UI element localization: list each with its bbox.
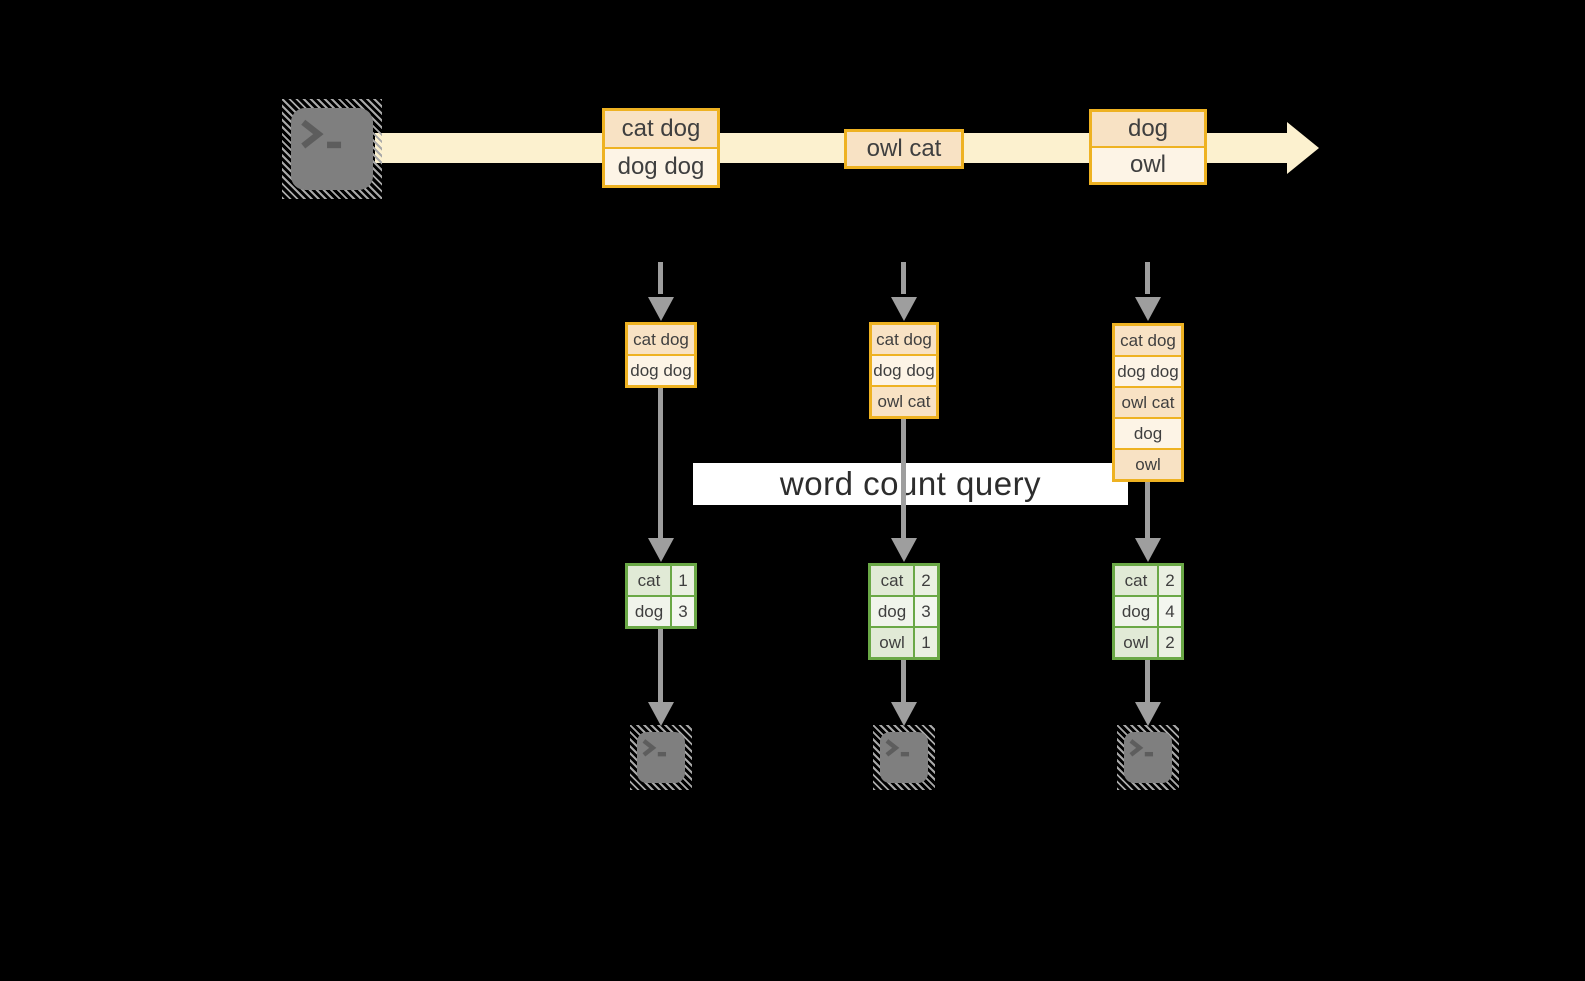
terminal-body: [1124, 732, 1172, 783]
output-arrow-1: [658, 629, 663, 704]
sink-terminal-icon-3: [1117, 725, 1179, 790]
word-cell: cat: [1115, 566, 1157, 595]
terminal-prompt-icon: [642, 738, 667, 757]
terminal-prompt-icon: [301, 119, 342, 149]
stream-batch-line: dog dog: [605, 149, 717, 185]
dashed-arrow-1: [658, 262, 663, 294]
terminal-body: [880, 732, 928, 783]
output-arrowhead-3-icon: [1135, 702, 1161, 726]
output-arrowhead-1-icon: [648, 702, 674, 726]
count-cell: 1: [915, 628, 937, 657]
table-row: owl 2: [1115, 628, 1181, 657]
word-cell: dog: [871, 597, 913, 626]
input-stack-3: cat dog dog dog owl cat dog owl: [1112, 323, 1184, 482]
table-row: dog 4: [1115, 597, 1181, 626]
output-arrow-2: [901, 660, 906, 704]
dashed-arrowhead-1-icon: [648, 297, 674, 321]
query-arrowhead-3-icon: [1135, 538, 1161, 562]
input-row: cat dog: [872, 325, 936, 354]
dashed-arrowhead-3-icon: [1135, 297, 1161, 321]
word-cell: cat: [628, 566, 670, 595]
sink-terminal-icon-2: [873, 725, 935, 790]
query-label: word count query: [779, 465, 1042, 502]
sink-terminal-icon-1: [630, 725, 692, 790]
count-cell: 1: [672, 566, 694, 595]
input-row: dog dog: [872, 356, 936, 385]
output-arrowhead-2-icon: [891, 702, 917, 726]
word-cell: cat: [871, 566, 913, 595]
table-row: dog 3: [871, 597, 937, 626]
input-row: dog dog: [1115, 357, 1181, 386]
dashed-arrowhead-2-icon: [891, 297, 917, 321]
input-stack-1: cat dog dog dog: [625, 322, 697, 388]
count-cell: 4: [1159, 597, 1181, 626]
input-row: dog: [1115, 419, 1181, 448]
table-row: cat 1: [628, 566, 694, 595]
query-arrow-3: [1145, 482, 1150, 540]
query-arrowhead-2-icon: [891, 538, 917, 562]
result-table-3: cat 2 dog 4 owl 2: [1112, 563, 1184, 660]
input-row: dog dog: [628, 356, 694, 385]
count-cell: 3: [672, 597, 694, 626]
stream-batch-line: owl: [1092, 148, 1204, 182]
table-row: owl 1: [871, 628, 937, 657]
table-row: dog 3: [628, 597, 694, 626]
stream-batch-line: owl cat: [847, 132, 961, 166]
terminal-prompt-icon: [885, 738, 910, 757]
input-row: cat dog: [1115, 326, 1181, 355]
word-cell: dog: [628, 597, 670, 626]
terminal-body: [637, 732, 685, 783]
stream-batch-line: dog: [1092, 112, 1204, 146]
stream-batch-3: dog owl: [1089, 109, 1207, 185]
query-arrow-1: [658, 388, 663, 540]
count-cell: 2: [1159, 566, 1181, 595]
input-row: owl: [1115, 450, 1181, 479]
count-cell: 2: [915, 566, 937, 595]
stream-batch-1: cat dog dog dog: [602, 108, 720, 188]
dashed-arrow-2: [901, 262, 906, 294]
terminal-body: [291, 108, 373, 190]
result-table-2: cat 2 dog 3 owl 1: [868, 563, 940, 660]
word-cell: owl: [1115, 628, 1157, 657]
result-table-1: cat 1 dog 3: [625, 563, 697, 629]
count-cell: 2: [1159, 628, 1181, 657]
input-row: cat dog: [628, 325, 694, 354]
query-arrow-2: [901, 419, 906, 540]
input-row: owl cat: [872, 387, 936, 416]
table-row: cat 2: [1115, 566, 1181, 595]
table-row: cat 2: [871, 566, 937, 595]
input-row: owl cat: [1115, 388, 1181, 417]
count-cell: 3: [915, 597, 937, 626]
terminal-prompt-icon: [1129, 738, 1154, 757]
stream-batch-2: owl cat: [844, 129, 964, 169]
query-arrowhead-1-icon: [648, 538, 674, 562]
dashed-arrow-3: [1145, 262, 1150, 294]
input-stack-2: cat dog dog dog owl cat: [869, 322, 939, 419]
source-terminal-icon: [282, 99, 382, 199]
word-cell: owl: [871, 628, 913, 657]
word-cell: dog: [1115, 597, 1157, 626]
query-label-band: word count query: [693, 463, 1128, 505]
stream-arrowhead-icon: [1287, 122, 1319, 174]
output-arrow-3: [1145, 660, 1150, 704]
stream-batch-line: cat dog: [605, 111, 717, 147]
